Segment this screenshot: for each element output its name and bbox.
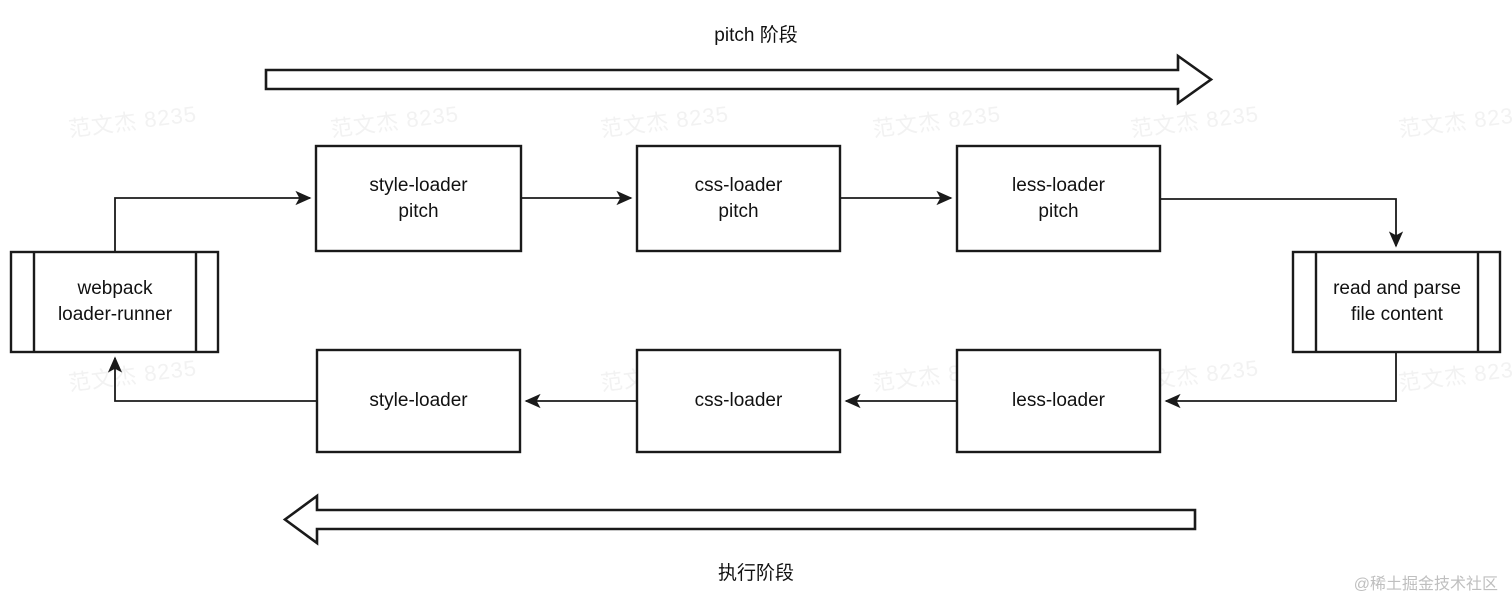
node-css-loader-exec <box>635 348 842 454</box>
node-less-loader-pitch <box>955 144 1162 253</box>
execute-direction-arrow <box>282 493 1197 546</box>
node-webpack-loader-runner <box>9 250 220 354</box>
pitch-stage-label: pitch 阶段 <box>714 25 798 46</box>
attribution-text: @稀土掘金技术社区 <box>1353 576 1498 593</box>
connector-read-parse-to-less-exec <box>1164 352 1397 409</box>
pitch-direction-arrow <box>264 53 1214 106</box>
node-read-and-parse <box>1291 250 1502 354</box>
node-css-loader-pitch <box>635 144 842 253</box>
node-style-loader-exec <box>315 348 522 454</box>
node-less-loader-exec <box>955 348 1162 454</box>
connector-style-exec-to-webpack <box>107 356 317 402</box>
connector-webpack-to-style-pitch <box>114 190 312 252</box>
execute-stage-label: 执行阶段 <box>717 563 794 584</box>
connector-less-pitch-to-read-parse <box>1160 198 1404 248</box>
node-style-loader-pitch <box>314 144 523 253</box>
